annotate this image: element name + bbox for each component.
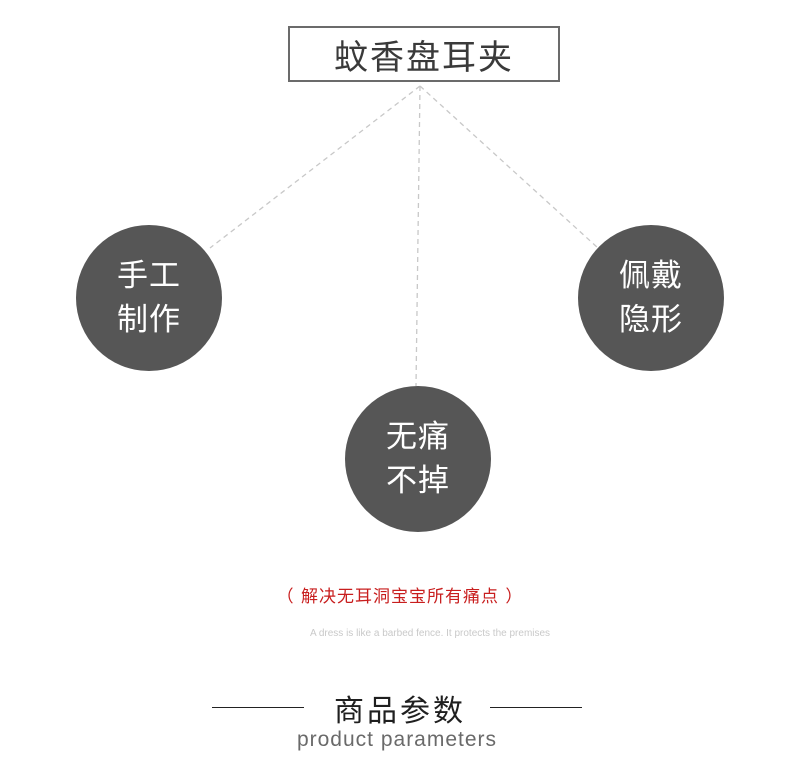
feature-line-1: 佩戴 <box>619 258 683 294</box>
faint-slogan: A dress is like a barbed fence. It prote… <box>309 628 551 639</box>
feature-line-2: 不掉 <box>386 463 450 499</box>
feature-circle-painless: 无痛 不掉 <box>345 386 491 532</box>
section-rule-left <box>212 707 304 708</box>
connector-line-center <box>415 85 421 387</box>
section-rule-right <box>490 707 582 708</box>
feature-line-2: 制作 <box>117 302 181 338</box>
section-subtitle: product parameters <box>296 728 498 751</box>
connector-line-left <box>209 85 421 249</box>
feature-circle-handmade: 手工 制作 <box>76 225 222 371</box>
feature-circle-invisible: 佩戴 隐形 <box>578 225 724 371</box>
feature-line-1: 无痛 <box>386 419 450 455</box>
product-title-text: 蚊香盘耳夹 <box>334 37 514 78</box>
subnote-red: （ 解决无耳洞宝宝所有痛点 ） <box>276 587 524 607</box>
feature-line-1: 手工 <box>117 258 181 294</box>
product-title: 蚊香盘耳夹 <box>288 26 560 82</box>
connector-line-right <box>419 85 599 249</box>
section-title: 商品参数 <box>334 694 466 729</box>
feature-line-2: 隐形 <box>619 302 683 338</box>
